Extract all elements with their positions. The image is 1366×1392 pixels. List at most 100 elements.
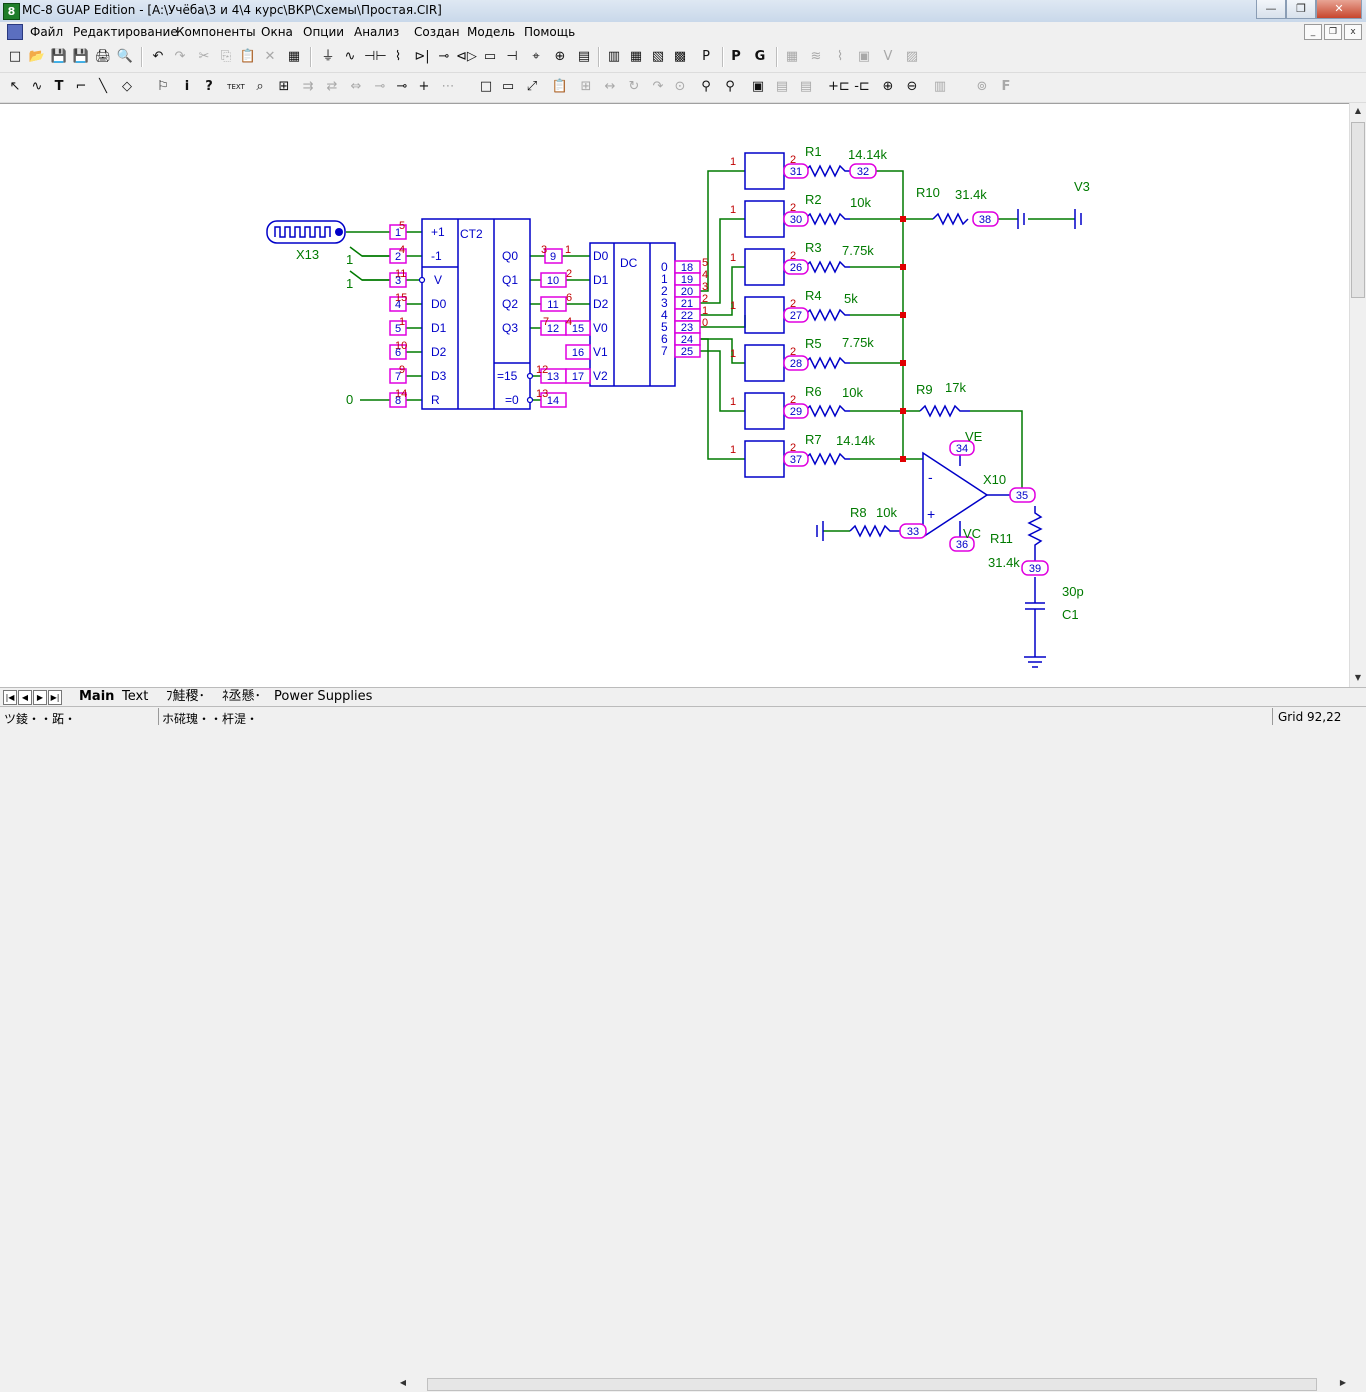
switch-icon[interactable]: ⌖: [532, 49, 540, 64]
rotate-icon[interactable]: ↻: [628, 79, 640, 94]
vertical-scrollbar[interactable]: ▲ ▼: [1349, 103, 1366, 687]
add-page-icon[interactable]: +⊏: [828, 79, 850, 94]
opamp-icon[interactable]: ▭: [483, 49, 497, 64]
app-icon[interactable]: 8: [3, 3, 20, 20]
voltage-icon[interactable]: V: [883, 49, 893, 64]
last-tab-icon[interactable]: ▶|: [48, 690, 62, 705]
probe-icon[interactable]: ▤: [577, 49, 591, 64]
tab-info[interactable]: ﾈ丞懸･: [222, 689, 262, 704]
font-icon[interactable]: F: [1001, 79, 1011, 94]
orthogonal-wire-icon[interactable]: ⌐: [75, 79, 87, 94]
open-file-icon[interactable]: 📂: [28, 49, 46, 64]
tab-models[interactable]: ﾌ鮭稷･: [166, 689, 206, 704]
transistor-icon[interactable]: ⊸: [438, 49, 450, 64]
graph-icon[interactable]: ▨: [905, 49, 919, 64]
menu-create[interactable]: Создан: [414, 25, 460, 39]
menu-components[interactable]: Компоненты: [176, 25, 256, 39]
capacitor-icon[interactable]: ⊣⊢: [364, 49, 387, 64]
chip-icon[interactable]: ▣: [857, 49, 871, 64]
horizontal-scroll-thumb[interactable]: [427, 1378, 1317, 1391]
document-icon[interactable]: [7, 24, 23, 40]
save-all-icon[interactable]: 💾: [72, 49, 90, 64]
tab-text[interactable]: Text: [122, 689, 149, 704]
cross-icon[interactable]: +: [418, 79, 430, 94]
attribute-text-icon[interactable]: TEXT: [227, 83, 245, 91]
calculator-icon[interactable]: P: [702, 49, 710, 64]
wire-mode-icon[interactable]: ∿: [31, 79, 43, 94]
vertical-scroll-thumb[interactable]: [1351, 122, 1365, 298]
graphics-icon[interactable]: ◇: [122, 79, 132, 94]
properties-p-button[interactable]: P: [731, 49, 741, 64]
diagonal-wire-icon[interactable]: ╲: [99, 79, 107, 94]
cut-icon[interactable]: ✂: [198, 49, 210, 64]
binoculars-icon[interactable]: ⚲: [701, 79, 711, 94]
grid-dots-icon[interactable]: ⋯: [441, 79, 455, 94]
inductor-icon[interactable]: ⌇: [394, 49, 402, 64]
flag-icon[interactable]: ⚐: [157, 79, 169, 94]
fill-icon[interactable]: ▥: [933, 79, 947, 94]
find-icon[interactable]: ⌕: [256, 79, 264, 94]
maximize-button[interactable]: ❐: [1286, 0, 1316, 19]
mdi-restore-button[interactable]: ❐: [1324, 24, 1342, 40]
display-icon[interactable]: ▣: [751, 79, 765, 94]
component-icon[interactable]: ▦: [287, 49, 301, 64]
redo-icon[interactable]: ↷: [174, 49, 186, 64]
border-icon[interactable]: ⤢: [526, 79, 538, 94]
delete-icon[interactable]: ✕: [264, 49, 276, 64]
clipboard-icon[interactable]: 📋: [551, 79, 569, 94]
help-icon[interactable]: ?: [205, 79, 213, 94]
battery-icon[interactable]: ⊣: [506, 49, 518, 64]
text-mode-icon[interactable]: T: [54, 79, 64, 94]
scroll-down-arrow-icon[interactable]: ▼: [1354, 673, 1362, 682]
split-icon[interactable]: ▩: [673, 49, 687, 64]
title-block-icon[interactable]: ▭: [501, 79, 515, 94]
voltages-icon[interactable]: ⇄: [326, 79, 338, 94]
copy-icon[interactable]: ⎘: [220, 49, 232, 64]
overlay-icon[interactable]: ▤: [775, 79, 789, 94]
mirror-icon[interactable]: ↔: [604, 79, 616, 94]
info-icon[interactable]: i: [184, 79, 190, 94]
menu-options[interactable]: Опции: [303, 25, 345, 39]
menu-model[interactable]: Модель: [467, 25, 516, 39]
step-icon[interactable]: ⊙: [674, 79, 686, 94]
grid-g-button[interactable]: G: [754, 49, 766, 64]
scroll-right-arrow-icon[interactable]: ▶: [1339, 1378, 1347, 1387]
binoculars-next-icon[interactable]: ⚲: [725, 79, 735, 94]
tab-power-supplies[interactable]: Power Supplies: [274, 689, 373, 704]
menu-file[interactable]: Файл: [30, 25, 64, 39]
pin-icon[interactable]: ⊞: [278, 79, 290, 94]
pin-connection-icon[interactable]: ⊸: [396, 79, 408, 94]
print-preview-icon[interactable]: 🔍: [116, 49, 134, 64]
paste-icon[interactable]: 📋: [239, 49, 257, 64]
overlay2-icon[interactable]: ▤: [799, 79, 813, 94]
menu-analysis[interactable]: Анализ: [354, 25, 400, 39]
menu-edit[interactable]: Редактирование: [73, 25, 178, 39]
rectangle-icon[interactable]: □: [479, 79, 493, 94]
cascade-icon[interactable]: ▧: [651, 49, 665, 64]
page-icon[interactable]: ⊞: [580, 79, 592, 94]
transformer-icon[interactable]: ⊲▷: [456, 49, 477, 64]
ground-icon[interactable]: ⏚: [321, 49, 335, 64]
undo-icon[interactable]: ↶: [152, 49, 164, 64]
waveform-icon[interactable]: ≋: [810, 49, 822, 64]
tile-vertical-icon[interactable]: ▦: [629, 49, 643, 64]
currents-icon[interactable]: ⇔: [350, 79, 362, 94]
resistor-icon[interactable]: ∿: [344, 49, 356, 64]
menu-windows[interactable]: Окна: [261, 25, 293, 39]
tab-main[interactable]: Main: [79, 689, 115, 704]
scroll-left-arrow-icon[interactable]: ◀: [399, 1378, 407, 1387]
source-icon[interactable]: ⊕: [554, 49, 566, 64]
remove-page-icon[interactable]: -⊏: [854, 79, 870, 94]
flip-icon[interactable]: ↷: [652, 79, 664, 94]
power-icon[interactable]: ⊸: [374, 79, 386, 94]
minimize-button[interactable]: —: [1256, 0, 1286, 19]
zoom-in-icon[interactable]: ⊕: [882, 79, 894, 94]
select-icon[interactable]: ↖: [9, 79, 21, 94]
node-numbers-icon[interactable]: ⇉: [302, 79, 314, 94]
tile-horizontal-icon[interactable]: ▥: [607, 49, 621, 64]
first-tab-icon[interactable]: |◀: [3, 690, 17, 705]
color-icon[interactable]: ⊚: [976, 79, 988, 94]
horizontal-scrollbar[interactable]: ◀ ▶: [395, 1377, 1366, 1392]
new-file-icon[interactable]: □: [8, 49, 22, 64]
print-icon[interactable]: 🖨: [94, 49, 112, 64]
